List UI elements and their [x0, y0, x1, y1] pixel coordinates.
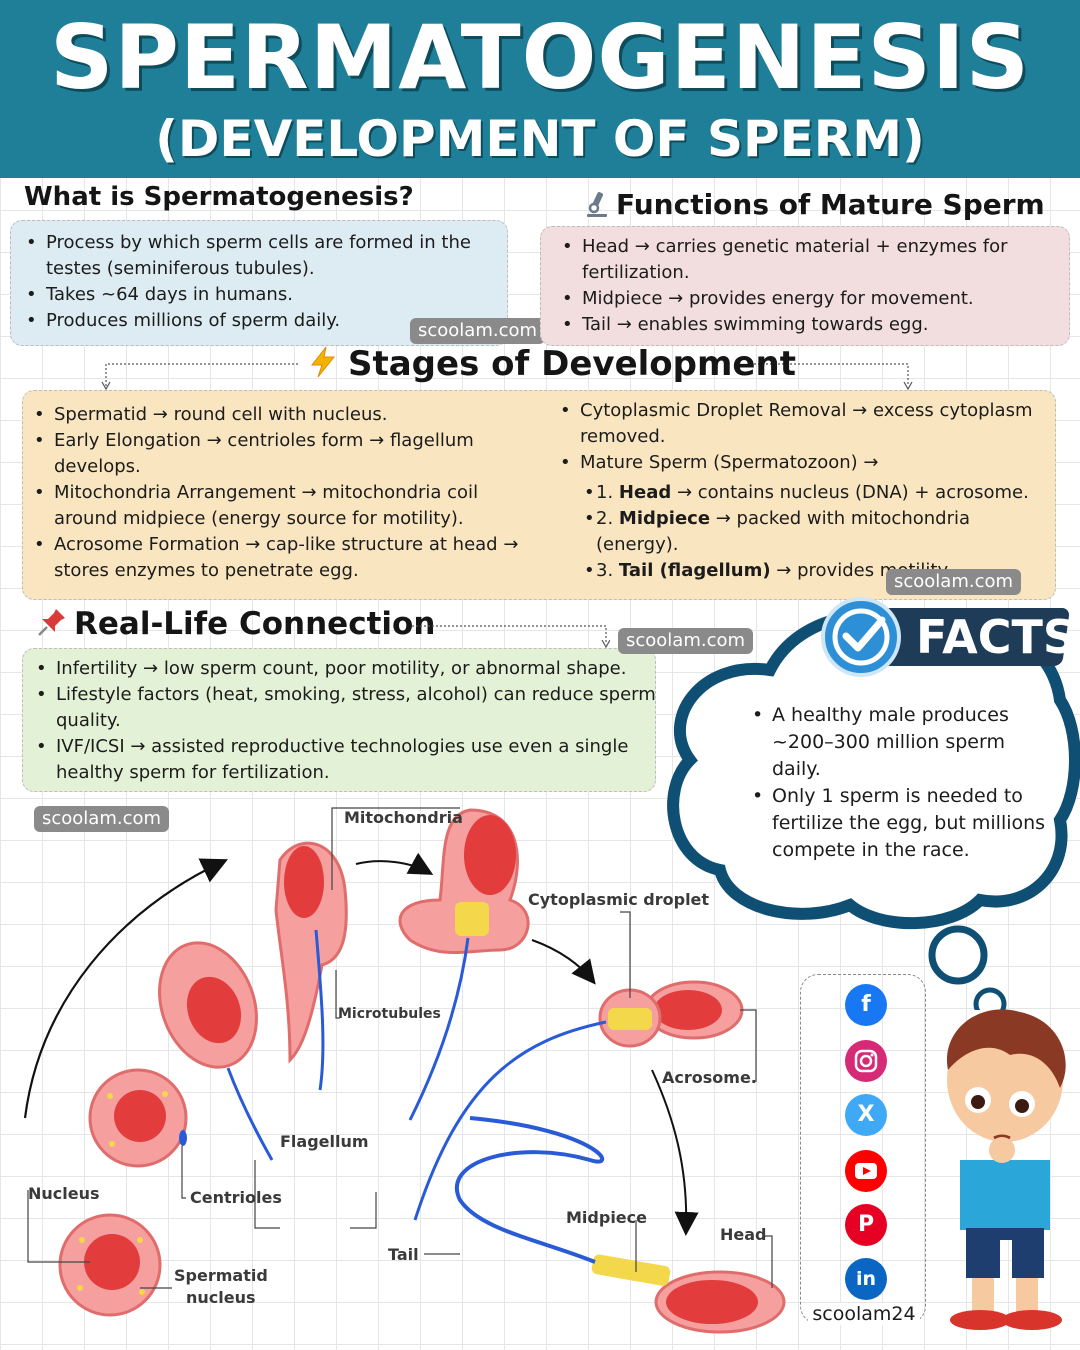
list-item: Tail → enables swimming towards egg.: [558, 312, 1058, 338]
watermark-label: scoolam.com: [410, 318, 546, 344]
label-head: Head: [720, 1225, 767, 1244]
label-nucleus: Nucleus: [28, 1184, 100, 1203]
label-midpiece: Midpiece: [566, 1208, 647, 1227]
progress-arrow: [23, 858, 228, 1119]
list-item: Cytoplasmic Droplet Removal → excess cyt…: [556, 398, 1050, 450]
list-item: Takes ~64 days in humans.: [22, 282, 502, 308]
functions-title: Functions of Mature Sperm: [582, 188, 1045, 221]
functions-list: Head → carries genetic material + enzyme…: [558, 234, 1058, 338]
sub-list-item: 1. Head → contains nucleus (DNA) + acros…: [580, 480, 1050, 506]
youtube-icon[interactable]: [845, 1150, 887, 1192]
mature-sperm-sublist: 1. Head → contains nucleus (DNA) + acros…: [580, 480, 1050, 584]
progress-arrow: [531, 939, 596, 985]
watermark-label: scoolam.com: [34, 806, 170, 832]
mitochondria-cell: [274, 841, 348, 1091]
facts-badge-text: FACTS: [916, 610, 1077, 664]
centriole-cell: [88, 1068, 188, 1168]
header-banner: SPERMATOGENESIS (DEVELOPMENT OF SPERM): [0, 0, 1080, 178]
list-item: Mature Sperm (Spermatozoon) → 1. Head → …: [556, 450, 1050, 584]
sperm-development-diagram: [23, 807, 786, 1334]
functions-title-text: Functions of Mature Sperm: [616, 188, 1045, 221]
list-item: Acrosome Formation → cap-like structure …: [30, 532, 530, 584]
label-tail: Tail: [388, 1245, 419, 1264]
real-life-connector: [412, 625, 610, 648]
label-acrosome: Acrosome.: [662, 1068, 757, 1087]
sub-list-item: 2. Midpiece → packed with mitochondria (…: [580, 506, 1050, 558]
label-flagellum: Flagellum: [280, 1132, 369, 1151]
mature-sperm: [455, 1116, 786, 1334]
x-icon[interactable]: X: [845, 1094, 887, 1136]
list-item: Infertility → low sperm count, poor moti…: [32, 656, 656, 682]
what-is-title: What is Spermatogenesis?: [24, 182, 414, 212]
progress-arrow: [651, 1069, 699, 1236]
real-life-title: Real-Life Connection: [36, 606, 435, 642]
microscope-icon: [587, 192, 607, 217]
stages-title: Stages of Development: [306, 344, 796, 384]
watermark-label: scoolam.com: [618, 628, 754, 654]
list-item: Early Elongation → centrioles form → fla…: [30, 428, 530, 480]
linkedin-icon[interactable]: in: [845, 1258, 887, 1300]
list-item: Head → carries genetic material + enzyme…: [558, 234, 1058, 286]
list-item: Spermatid → round cell with nucleus.: [30, 402, 530, 428]
cytoplasmic-droplet-sperm: [413, 980, 744, 1221]
pinterest-icon[interactable]: P: [845, 1204, 887, 1246]
real-life-list: Infertility → low sperm count, poor moti…: [32, 656, 656, 786]
facts-badge: FACTS: [820, 594, 1076, 678]
label-spermatid: Spermatid: [174, 1266, 268, 1285]
list-item: Process by which sperm cells are formed …: [22, 230, 502, 282]
list-item: Mitochondria Arrangement → mitochondria …: [30, 480, 530, 532]
stages-bracket: [101, 363, 913, 391]
fact-item: A healthy male produces ~200–300 million…: [748, 702, 1048, 783]
facts-list: A healthy male produces ~200–300 million…: [748, 702, 1048, 864]
label-centrioles: Centrioles: [190, 1188, 282, 1207]
list-item: Produces millions of sperm daily.: [22, 308, 502, 334]
stages-right-list: Cytoplasmic Droplet Removal → excess cyt…: [556, 398, 1050, 584]
label-mitochondria: Mitochondria: [344, 808, 463, 827]
list-item: IVF/ICSI → assisted reproductive technol…: [32, 734, 656, 786]
sub-list-item: 3. Tail (flagellum) → provides motility.: [580, 558, 1050, 584]
sub-item-bold: Head: [618, 482, 672, 503]
label-spermatid-nucleus: nucleus: [186, 1288, 256, 1307]
stages-left-list: Spermatid → round cell with nucleus. Ear…: [30, 402, 530, 584]
elongating-cell: [158, 941, 274, 1161]
label-microtubules: Microtubules: [338, 1006, 441, 1022]
sub-item-number: 2.: [596, 508, 614, 529]
instagram-icon[interactable]: [845, 1040, 887, 1082]
social-handle: scoolam24: [808, 1303, 920, 1325]
sub-item-text: → packed with mitochondria (energy).: [596, 508, 971, 555]
sub-item-bold: Tail (flagellum): [618, 560, 771, 581]
thinking-boy-illustration: [946, 1009, 1066, 1330]
list-item-text: Mature Sperm (Spermatozoon) →: [580, 452, 879, 473]
watermark-label: scoolam.com: [886, 569, 1022, 595]
label-leaders: [27, 807, 773, 1289]
stages-title-text: Stages of Development: [348, 344, 796, 384]
sub-item-text: → contains nucleus (DNA) + acrosome.: [671, 482, 1029, 503]
what-is-list: Process by which sperm cells are formed …: [22, 230, 502, 334]
sub-item-bold: Midpiece: [618, 508, 711, 529]
page-subtitle: (DEVELOPMENT OF SPERM): [155, 110, 925, 168]
spermatid-cell: [58, 1213, 162, 1317]
list-item: Lifestyle factors (heat, smoking, stress…: [32, 682, 656, 734]
label-cytoplasmic-droplet: Cytoplasmic droplet: [528, 890, 710, 909]
pushpin-icon: [38, 609, 65, 636]
fact-item: Only 1 sperm is needed to fertilize the …: [748, 783, 1048, 864]
list-item: Midpiece → provides energy for movement.: [558, 286, 1058, 312]
real-life-title-text: Real-Life Connection: [74, 606, 436, 642]
facebook-icon[interactable]: f: [845, 984, 887, 1026]
sub-item-number: 3.: [596, 560, 614, 581]
page-title: SPERMATOGENESIS: [49, 6, 1031, 109]
acrosome-cell: [398, 808, 530, 1121]
lightning-icon: [310, 346, 336, 378]
progress-arrow: [355, 852, 434, 875]
sub-item-number: 1.: [596, 482, 614, 503]
check-badge-icon: [821, 597, 901, 677]
